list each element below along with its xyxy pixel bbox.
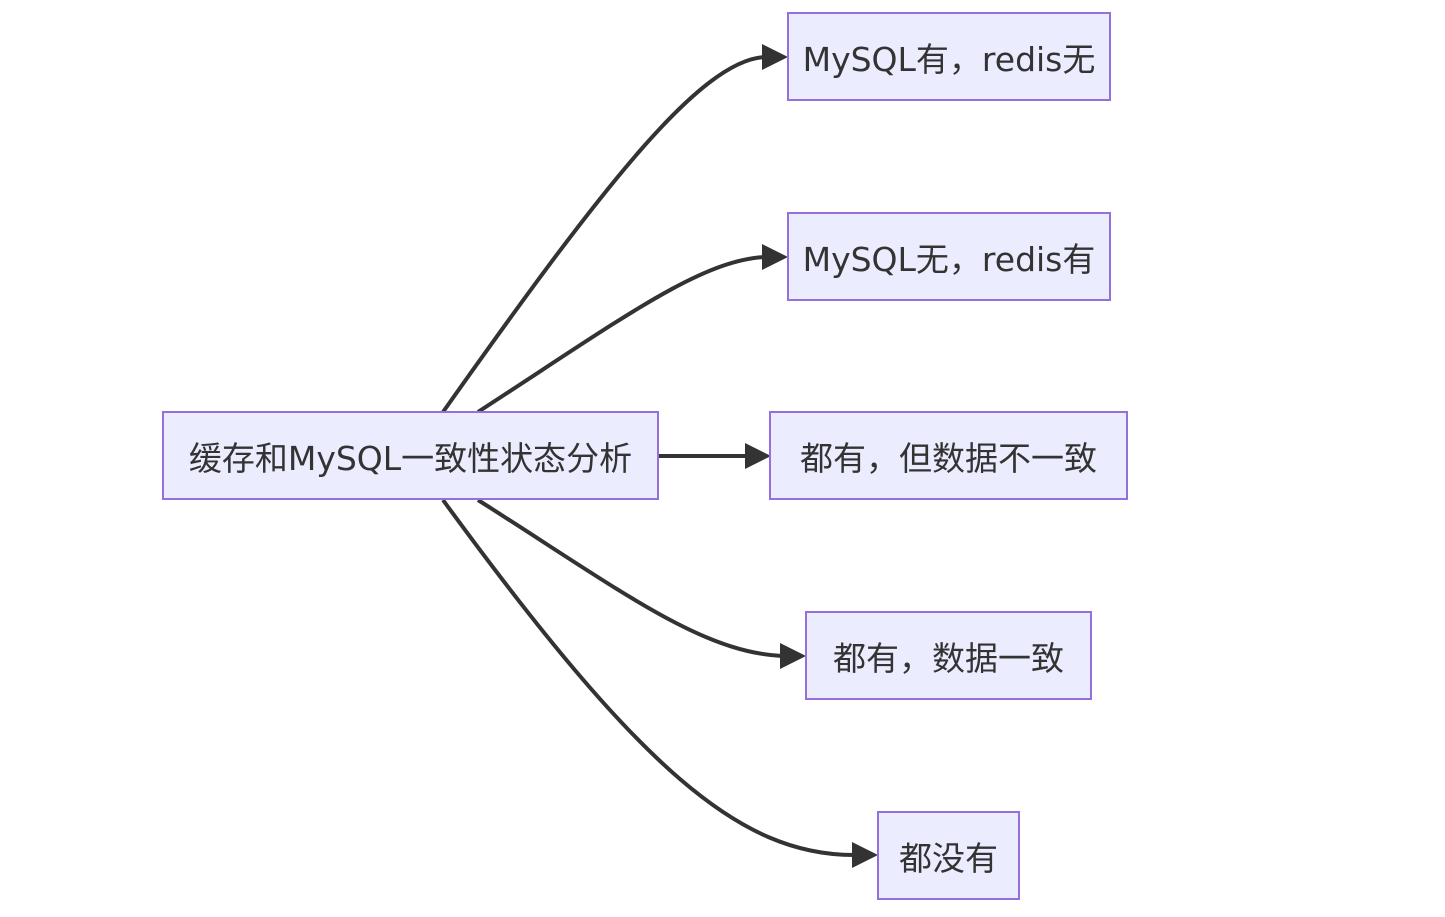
edge-root-to-c2 xyxy=(476,255,766,414)
node-mysql-none-redis-has[interactable]: MySQL无，redis有 xyxy=(787,212,1111,301)
node-label: 都有，数据一致 xyxy=(833,638,1064,678)
node-label: MySQL有，redis无 xyxy=(802,39,1096,79)
arrowhead-c2 xyxy=(762,244,788,270)
node-root[interactable]: 缓存和MySQL一致性状态分析 xyxy=(162,411,659,500)
edge-root-to-c5 xyxy=(441,498,855,857)
node-label: MySQL无，redis有 xyxy=(802,239,1096,279)
node-both-inconsistent[interactable]: 都有，但数据不一致 xyxy=(769,411,1128,500)
node-label: 都没有 xyxy=(899,838,998,878)
node-label: 都有，但数据不一致 xyxy=(800,438,1097,478)
arrowhead-c3 xyxy=(745,443,771,469)
node-neither[interactable]: 都没有 xyxy=(877,811,1020,900)
edge-root-to-c4 xyxy=(476,498,783,658)
arrowhead-c1 xyxy=(762,44,788,70)
node-both-consistent[interactable]: 都有，数据一致 xyxy=(805,611,1092,700)
node-root-label: 缓存和MySQL一致性状态分析 xyxy=(188,438,633,478)
arrowhead-c4 xyxy=(780,643,806,669)
edge-root-to-c1 xyxy=(441,55,766,414)
arrowhead-c5 xyxy=(852,842,878,868)
node-mysql-has-redis-none[interactable]: MySQL有，redis无 xyxy=(787,12,1111,101)
